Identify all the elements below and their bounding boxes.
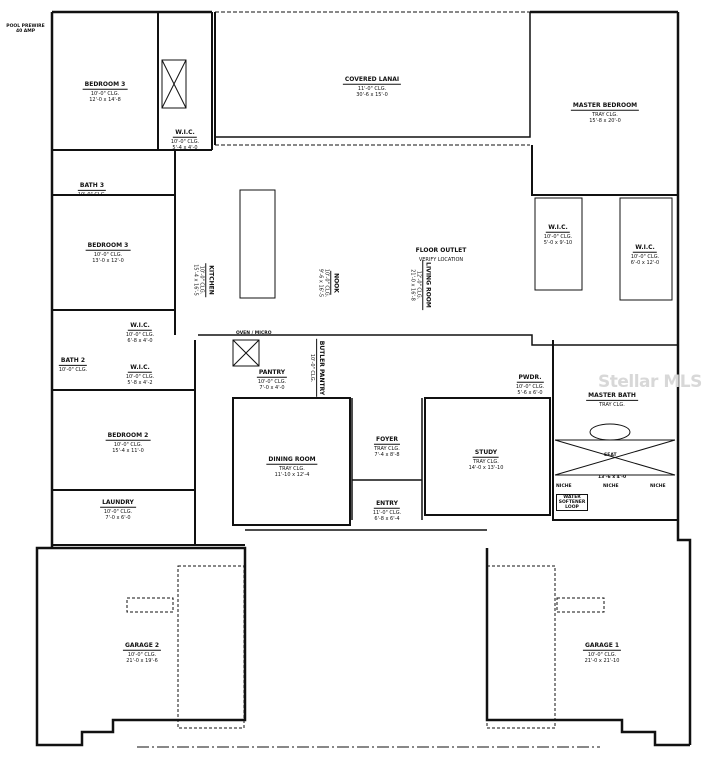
room-wic-b: W.I.C.10'-0" CLG.5'-8 x 4'-2 (125, 363, 155, 386)
room-powder: PWDR.10'-0" CLG.5'-6 x 6'-0 (515, 373, 545, 396)
oven-label: OVEN / MICRO (236, 331, 272, 336)
room-wic-a: W.I.C.10'-0" CLG.6'-8 x 4'-0 (125, 321, 155, 344)
room-wic-bedroom-3: W.I.C.10'-0" CLG.5'-4 x 4'-0 (170, 128, 200, 151)
niche-label-1: NICHE (556, 484, 572, 489)
water-softener-loop: WATER SOFTENER LOOP (556, 494, 588, 511)
niche-label-3: NICHE (650, 484, 666, 489)
watermark: Stellar MLS (598, 372, 702, 392)
seat-label: SEAT (604, 453, 617, 458)
room-wic-master-1: W.I.C.10'-0" CLG.5'-0 x 9'-10 (543, 223, 573, 246)
niche-label-2: NICHE (603, 484, 619, 489)
master-bath-size: 13'-6 x 4'-0 (598, 475, 627, 480)
room-wic-master-2: W.I.C.10'-0" CLG.6'-0 x 12'-0 (630, 243, 660, 266)
pool-prewire-note: POOL PREWIRE 40 AMP (6, 24, 45, 34)
